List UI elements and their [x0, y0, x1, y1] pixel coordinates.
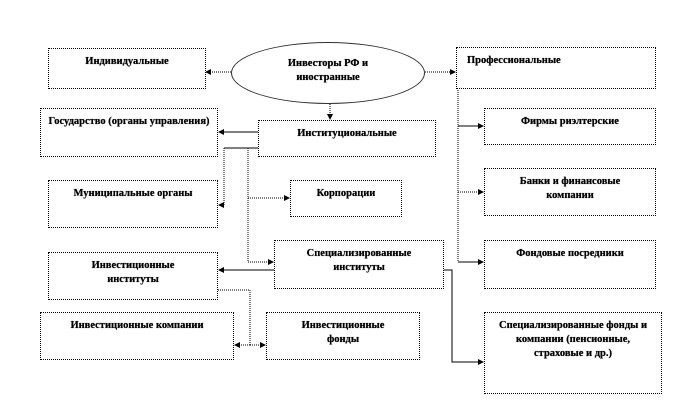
node-banks: Банки и финансовые компании — [484, 168, 656, 216]
node-municipal: Муниципальные органы — [48, 180, 218, 228]
root-node: Инвесторы РФ и иностранные — [231, 42, 425, 104]
node-realtors: Фирмы риэлтерские — [484, 108, 656, 145]
node-investment-funds: Инвестиционные фонды — [266, 312, 420, 360]
connector-specialized-funds — [444, 269, 484, 365]
node-investment-institutes: Инвестиционные институты — [48, 252, 218, 300]
connector-investment-split — [218, 289, 251, 345]
root-label: Инвесторы РФ и иностранные — [287, 58, 369, 83]
node-investment-companies: Инвестиционные компании — [40, 312, 234, 360]
connector-institutional-specialized — [247, 148, 274, 265]
node-specialized-funds: Специализированные фонды и компании (пен… — [484, 312, 662, 394]
node-specialized-institutes: Специализированные институты — [274, 240, 444, 289]
node-stock-intermediaries: Фондовые посредники — [484, 240, 656, 289]
node-individual: Индивидуальные — [48, 48, 206, 89]
connector-institutional-municipal-dotted — [218, 148, 225, 208]
node-corporations: Корпорации — [290, 180, 402, 217]
node-professional: Профессиональные — [456, 47, 656, 89]
node-institutional: Институциональные — [258, 120, 436, 157]
node-state: Государство (органы управления) — [40, 108, 218, 157]
